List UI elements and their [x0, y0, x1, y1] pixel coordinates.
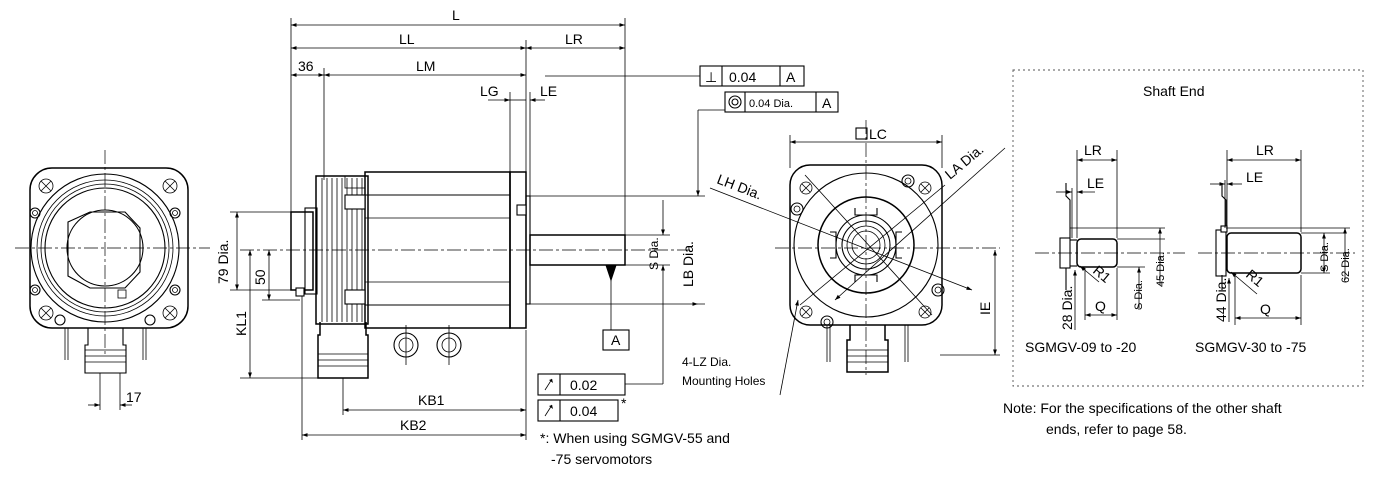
concentricity-frame: 0.04 Dia. A [724, 91, 839, 113]
note-line-2: ends, refer to page 58. [1046, 421, 1187, 437]
dim-79: 79 Dia. [215, 240, 231, 284]
dim-S: S Dia. [647, 237, 661, 270]
dim-50: 50 [252, 269, 268, 285]
mounting-note: 4-LZ Dia. [682, 355, 731, 369]
svg-text:0.04: 0.04 [729, 69, 756, 85]
svg-text:Q: Q [1260, 301, 1271, 317]
front-view: LC LA Dia. LH Dia. IE 4-LZ Dia. Mounting… [682, 120, 1006, 396]
dim-LH: LH Dia. [715, 171, 764, 203]
dim-KL1: KL1 [233, 311, 249, 336]
star-note: *: When using SGMGV-55 and [540, 430, 730, 446]
runout-frame-2: 0.04 * [537, 395, 627, 422]
svg-text:S Dia.: S Dia. [1133, 280, 1145, 310]
svg-text:LR: LR [1256, 142, 1274, 158]
mounting-note-2: Mounting Holes [682, 374, 765, 388]
dim-KB1: KB1 [418, 392, 445, 408]
svg-text:44 Dia.: 44 Dia. [1213, 278, 1229, 322]
svg-text:SGMGV-09 to -20: SGMGV-09 to -20 [1025, 339, 1136, 355]
svg-text:LE: LE [1246, 169, 1263, 185]
svg-text:A: A [786, 69, 796, 85]
star-note-2: -75 servomotors [551, 451, 652, 467]
dim-LB: LB Dia. [680, 241, 696, 287]
dim-KB2: KB2 [400, 417, 427, 433]
svg-text:*: * [621, 395, 627, 411]
svg-text:62 Dia.: 62 Dia. [1340, 248, 1352, 283]
shaft-detail-left: LR LE Q R1 28 Dia. S Dia. 45 Dia. SGMGV-… [1025, 142, 1185, 355]
corner-bolts [29, 178, 181, 326]
side-view: L LL LR 36 LM LG LE [215, 7, 839, 467]
dim-17: 17 [126, 389, 142, 405]
svg-text:R1: R1 [1090, 262, 1114, 286]
shaft-end-panel: Shaft End LR LE Q R1 28 Dia. [1012, 69, 1364, 387]
svg-text:LR: LR [1084, 142, 1102, 158]
svg-text:LE: LE [1087, 175, 1104, 191]
dim-LA: LA Dia. [942, 141, 987, 182]
dim-L: L [452, 7, 460, 23]
left-end-view: 17 [15, 150, 210, 410]
svg-text:R1: R1 [1243, 266, 1267, 290]
dim-LC: LC [869, 126, 887, 142]
shaft-detail-right: LR LE Q R1 44 Dia. S Dia. 62 Dia. SGMGV-… [1195, 142, 1355, 355]
svg-text:28 Dia.: 28 Dia. [1059, 286, 1075, 330]
dim-LL: LL [399, 31, 415, 47]
svg-text:0.04: 0.04 [570, 403, 597, 419]
svg-text:S Dia.: S Dia. [1319, 242, 1331, 272]
svg-text:A: A [822, 95, 832, 111]
dim-36: 36 [298, 58, 314, 74]
dim-LG: LG [480, 83, 499, 99]
svg-text:Q: Q [1095, 298, 1106, 314]
datum-A: A [611, 332, 621, 348]
note-line-1: Note: For the specifications of the othe… [1003, 400, 1282, 416]
dim-LR: LR [565, 31, 583, 47]
svg-text:45 Dia.: 45 Dia. [1155, 252, 1167, 287]
svg-text:0.02: 0.02 [570, 377, 597, 393]
shaft-end-title: Shaft End [1143, 83, 1205, 99]
svg-text:SGMGV-30 to -75: SGMGV-30 to -75 [1195, 339, 1306, 355]
runout-frame-1: 0.02 [537, 373, 626, 396]
dim-IE: IE [977, 302, 993, 315]
svg-text:⊥: ⊥ [705, 69, 717, 85]
perpendicularity-frame: ⊥ 0.04 A [699, 65, 805, 87]
front-bolts [790, 174, 945, 329]
dim-LM: LM [416, 58, 435, 74]
svg-text:0.04 Dia.: 0.04 Dia. [749, 98, 793, 110]
dim-LE: LE [540, 83, 557, 99]
